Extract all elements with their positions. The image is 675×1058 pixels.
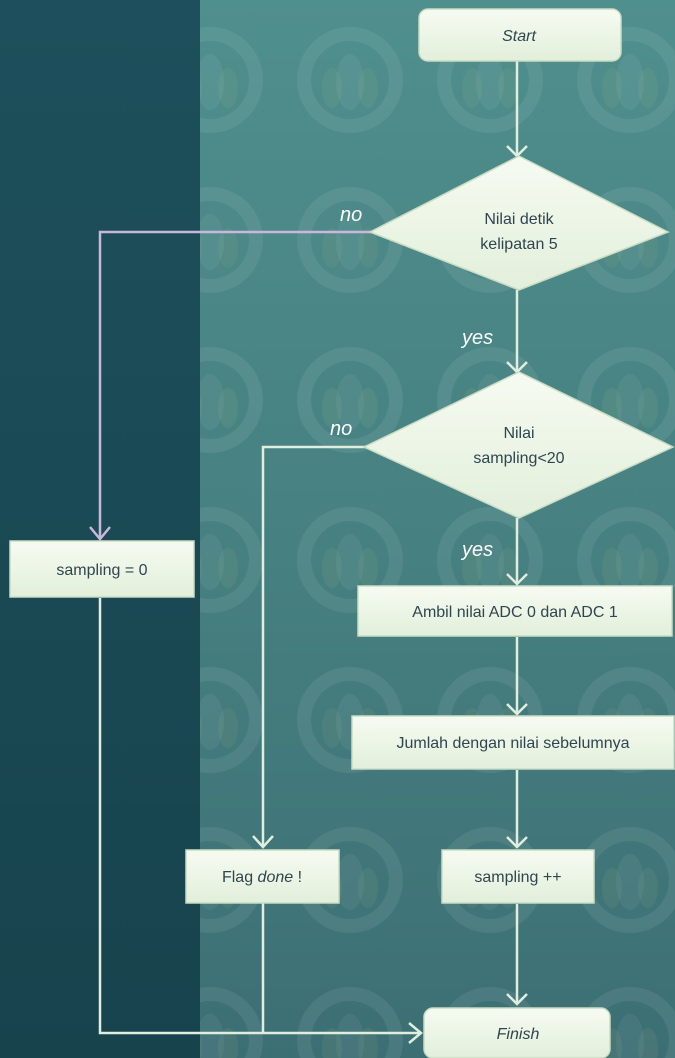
arrowhead-sum xyxy=(506,703,528,716)
arrowhead-flag xyxy=(252,835,274,849)
arrowhead-finish-top xyxy=(506,993,528,1006)
decision-sampling-lt-20: Nilai sampling<20 xyxy=(362,371,675,519)
connector-d1-no xyxy=(98,230,376,538)
read-adc-node: Ambil nilai ADC 0 dan ADC 1 xyxy=(357,585,673,637)
decision-1-line-1: Nilai detik xyxy=(484,211,554,228)
decision-2-line-1: Nilai xyxy=(503,425,534,442)
edge-label-d2-no: no xyxy=(330,418,352,440)
arrowhead-inc xyxy=(506,836,528,849)
sum-label: Jumlah dengan nilai sebelumnya xyxy=(396,735,629,752)
decision-detik-kelipatan-5: Nilai detik kelipatan 5 xyxy=(368,155,670,291)
arrowhead-finish-left xyxy=(408,1022,423,1044)
start-label: Start xyxy=(502,28,536,45)
edge-label-d1-yes: yes xyxy=(460,327,493,349)
arrowhead-d1 xyxy=(506,145,528,158)
connectors xyxy=(89,60,528,1044)
flag-suffix: ! xyxy=(293,869,302,886)
edge-label-d1-no: no xyxy=(340,204,362,226)
increment-label: sampling ++ xyxy=(474,869,561,886)
connector-reset-to-finish xyxy=(98,598,420,1035)
flag-word: done xyxy=(258,869,294,886)
flag-done-node: Flag done ! xyxy=(185,849,340,904)
increment-sampling-node: sampling ++ xyxy=(441,849,595,904)
connector-d2-no xyxy=(261,445,366,846)
decision-2-line-2: sampling<20 xyxy=(473,450,564,467)
flag-done-label: Flag done ! xyxy=(222,869,302,886)
start-node: Start xyxy=(418,8,622,62)
arrowhead-d2 xyxy=(506,361,528,374)
read-adc-label: Ambil nilai ADC 0 dan ADC 1 xyxy=(412,604,618,621)
arrowhead-adc xyxy=(506,573,528,586)
reset-sampling-node: sampling = 0 xyxy=(9,540,195,598)
reset-sampling-label: sampling = 0 xyxy=(56,562,147,579)
decision-1-line-2: kelipatan 5 xyxy=(480,236,557,253)
arrowhead-reset xyxy=(89,526,111,541)
finish-node: Finish xyxy=(423,1007,611,1058)
edge-label-d2-yes: yes xyxy=(460,539,493,561)
flag-prefix: Flag xyxy=(222,869,258,886)
sum-node: Jumlah dengan nilai sebelumnya xyxy=(351,715,675,770)
finish-label: Finish xyxy=(497,1026,540,1043)
